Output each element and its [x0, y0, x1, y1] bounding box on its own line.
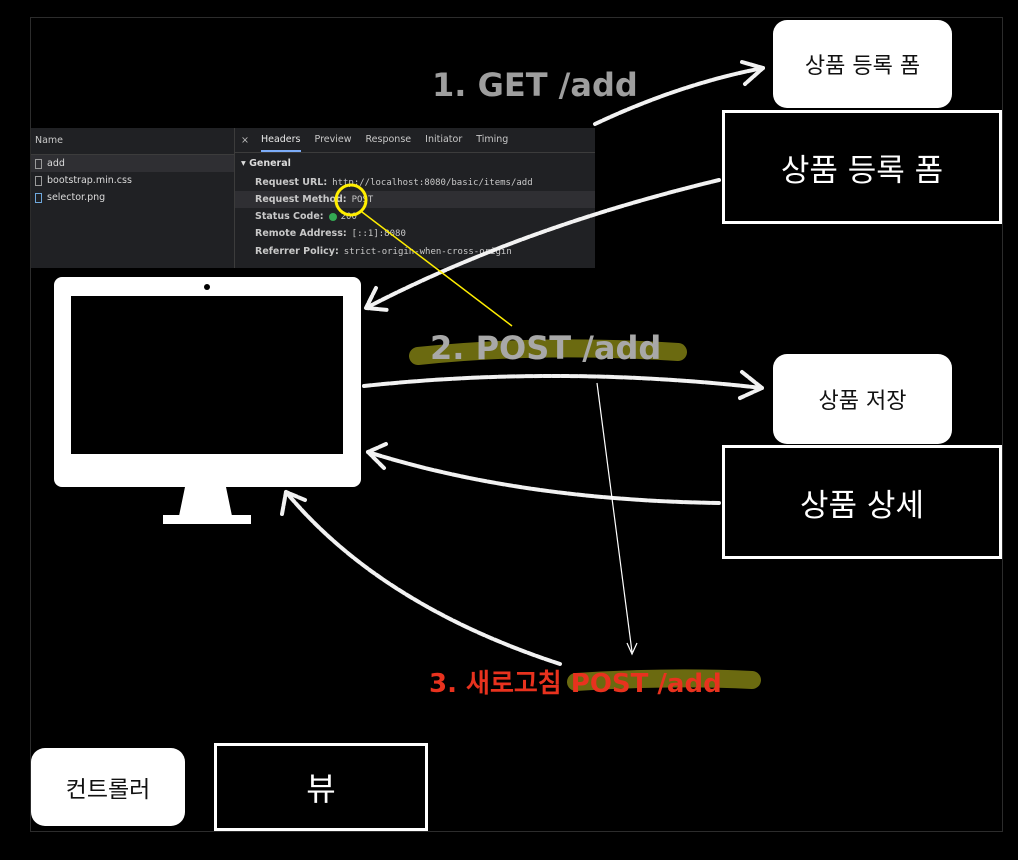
form-controller-box: 상품 등록 폼 — [773, 20, 952, 108]
tab-initiator[interactable]: Initiator — [425, 134, 463, 145]
status-code-row: Status Code: 200 — [255, 208, 357, 225]
document-icon — [35, 158, 42, 169]
form-view-label: 상품 등록 폼 — [780, 152, 944, 189]
status-code-value: 200 — [340, 212, 357, 222]
step-get-label: 1. GET /add — [432, 66, 638, 104]
devtools-tabs: × Headers Preview Response Initiator Tim… — [235, 128, 595, 153]
legend-view-box: 뷰 — [214, 743, 428, 831]
save-controller-label: 상품 저장 — [818, 389, 907, 414]
computer-monitor-icon — [54, 277, 361, 524]
form-view-box: 상품 등록 폼 — [722, 110, 1002, 224]
post-highlight-stroke — [409, 339, 687, 365]
file-item-add[interactable]: add — [31, 155, 234, 172]
step-refresh-label: 3. 새로고침 POST /add — [429, 663, 722, 700]
referrer-policy-label: Referrer Policy: — [255, 246, 339, 257]
form-controller-label: 상품 등록 폼 — [804, 54, 921, 79]
tab-preview[interactable]: Preview — [314, 134, 352, 145]
refresh-method: POST /add — [570, 669, 722, 699]
close-icon[interactable]: × — [241, 134, 249, 146]
status-code-label: Status Code: — [255, 211, 324, 222]
network-file-list: Name add bootstrap.min.css selector.png — [31, 128, 235, 268]
step-post-label: 2. POST /add — [430, 329, 662, 367]
request-method-label: Request Method: — [255, 194, 347, 205]
legend-view-label: 뷰 — [306, 770, 336, 808]
tab-headers[interactable]: Headers — [260, 128, 301, 152]
general-section-toggle[interactable]: ▾ General — [241, 158, 291, 169]
file-name: selector.png — [47, 192, 106, 203]
file-name: add — [47, 158, 65, 169]
remote-address-label: Remote Address: — [255, 228, 347, 239]
file-item-selector[interactable]: selector.png — [31, 189, 234, 206]
tab-response[interactable]: Response — [365, 134, 412, 145]
refresh-highlight-stroke — [567, 669, 761, 691]
request-url-label: Request URL: — [255, 177, 328, 188]
detail-view-label: 상품 상세 — [800, 487, 924, 524]
status-ok-icon — [328, 212, 337, 221]
image-file-icon — [35, 192, 42, 203]
refresh-prefix: 3. 새로고침 — [429, 669, 571, 699]
tab-timing[interactable]: Timing — [476, 134, 509, 145]
file-item-bootstrap[interactable]: bootstrap.min.css — [31, 172, 234, 189]
save-controller-box: 상품 저장 — [773, 354, 952, 444]
legend-controller-box: 컨트롤러 — [31, 748, 185, 826]
detail-view-box: 상품 상세 — [722, 445, 1002, 559]
diagram-frame — [30, 17, 1003, 832]
name-column-header: Name — [31, 128, 234, 155]
legend-controller-label: 컨트롤러 — [65, 777, 151, 803]
document-icon — [35, 175, 42, 186]
file-name: bootstrap.min.css — [47, 175, 132, 186]
